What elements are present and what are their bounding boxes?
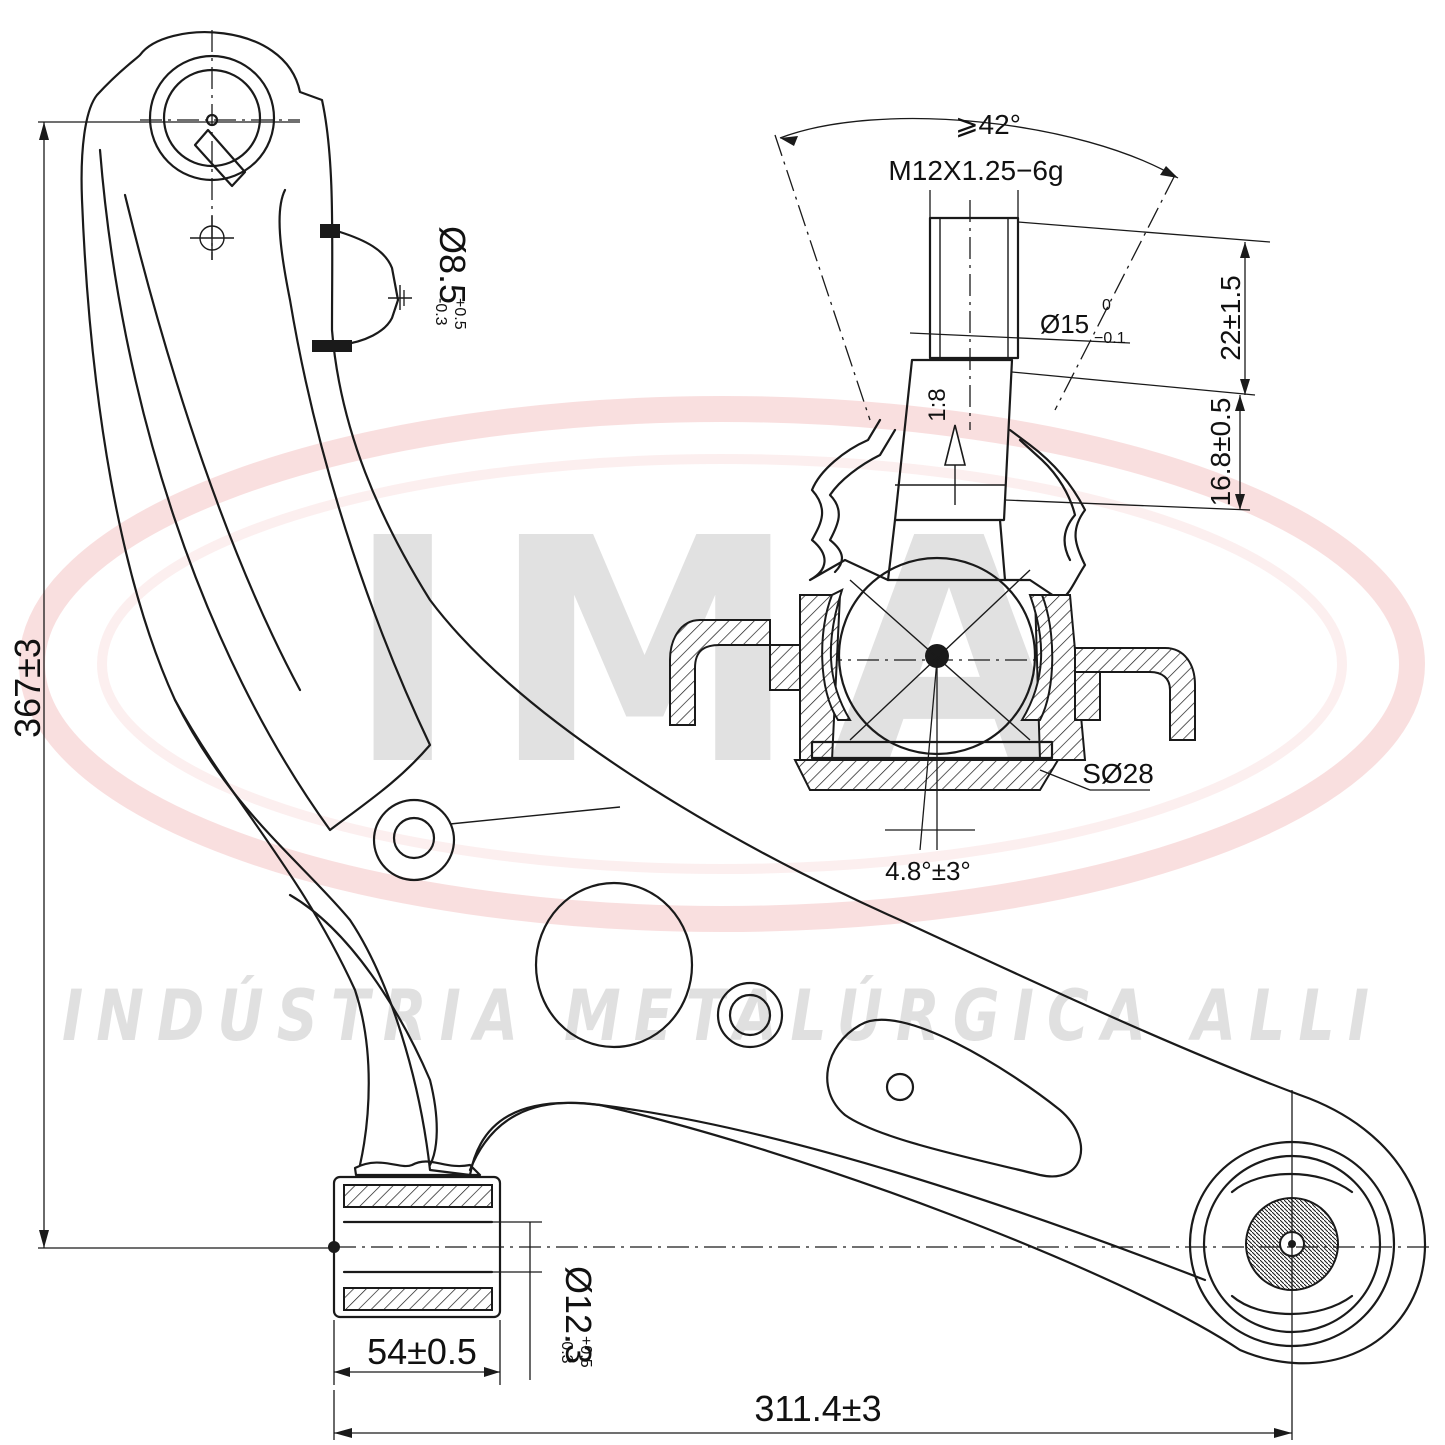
ball-diameter-label: SØ28 [1082, 758, 1154, 789]
bushing-rubber-bottom [343, 1287, 493, 1311]
small-bushing-inner [728, 993, 772, 1037]
svg-text:Ø8.5: Ø8.5 [432, 226, 473, 304]
svg-text:-0.3: -0.3 [432, 298, 449, 326]
arm-flange-right [1074, 647, 1196, 741]
arm-outer-contour [80, 31, 1427, 1365]
dust-boot-left [808, 418, 890, 582]
bracket-body [316, 228, 400, 348]
clip-hole-outer [372, 798, 456, 882]
overall-length-label: 311.4±3 [754, 1388, 881, 1429]
svg-text:Ø12.3: Ø12.3 [558, 1266, 599, 1364]
taper-label: 1:8 [924, 388, 951, 421]
slot-hole [885, 1072, 915, 1102]
bushing-width-label: 54±0.5 [367, 1331, 477, 1372]
sensor-bracket [312, 224, 412, 352]
svg-text:+0.5: +0.5 [577, 1336, 594, 1368]
small-bushing-outer [716, 981, 784, 1049]
dust-boot-right [1003, 428, 1087, 602]
ball-joint-stud [193, 128, 247, 188]
control-arm [80, 31, 1427, 1365]
ball-joint-angle-label: ⩾42° [955, 109, 1021, 140]
bearing-right [1020, 594, 1054, 721]
stud-diameter-label: Ø15 0 −0.1 [1040, 297, 1126, 347]
arm-flange-left [669, 619, 771, 726]
watermark-ring-inner [97, 454, 1347, 874]
ball-joint-top-view [140, 30, 300, 260]
arm-lower-leg-inner [288, 893, 438, 1167]
stud-taper [893, 358, 1014, 522]
svg-text:+0.5: +0.5 [451, 298, 468, 330]
watermark-company-name: INDÚSTRIA METALÚRGICA ALLI [62, 975, 1382, 1057]
overall-height-label: 367±3 [7, 638, 48, 738]
arm-inner-rib-2 [123, 193, 302, 692]
angle-arc [779, 117, 1179, 179]
dimension-labels: 367±3 311.4±3 54±0.5 Ø12.3 +0.5 -0.3 Ø8.… [7, 109, 1246, 1429]
clip-hole-inner [392, 816, 436, 860]
bearing-left [821, 588, 852, 721]
svg-text:-0.3: -0.3 [558, 1336, 575, 1364]
arm-lower-edge [468, 1101, 1207, 1282]
clip-leader [449, 806, 621, 825]
stud-thread [928, 216, 1020, 360]
bushing-bore-label: Ø12.3 +0.5 -0.3 [558, 1266, 599, 1368]
front-bushing [328, 1160, 502, 1319]
bracket-hole-label: Ø8.5 +0.5 -0.3 [432, 226, 473, 330]
svg-text:0: 0 [1102, 297, 1111, 314]
watermark-ring [19, 396, 1425, 932]
tilt-angle-label: 4.8°±3° [885, 856, 971, 886]
svg-text:Ø15: Ø15 [1040, 309, 1089, 339]
ball-joint-section [669, 117, 1271, 851]
arm-slot [826, 1018, 1083, 1178]
thread-spec-label: M12X1.25−6g [888, 155, 1063, 186]
arm-lower-leg [173, 698, 370, 1167]
arm-inner-rib [98, 148, 432, 832]
lightening-hole [534, 881, 694, 1049]
taper-length-label: 16.8±0.5 [1205, 398, 1236, 507]
bushing-rubber-top [343, 1184, 493, 1208]
thread-length-label: 22±1.5 [1215, 275, 1246, 360]
svg-text:−0.1: −0.1 [1094, 330, 1126, 347]
dimension-lines [38, 121, 1430, 1440]
